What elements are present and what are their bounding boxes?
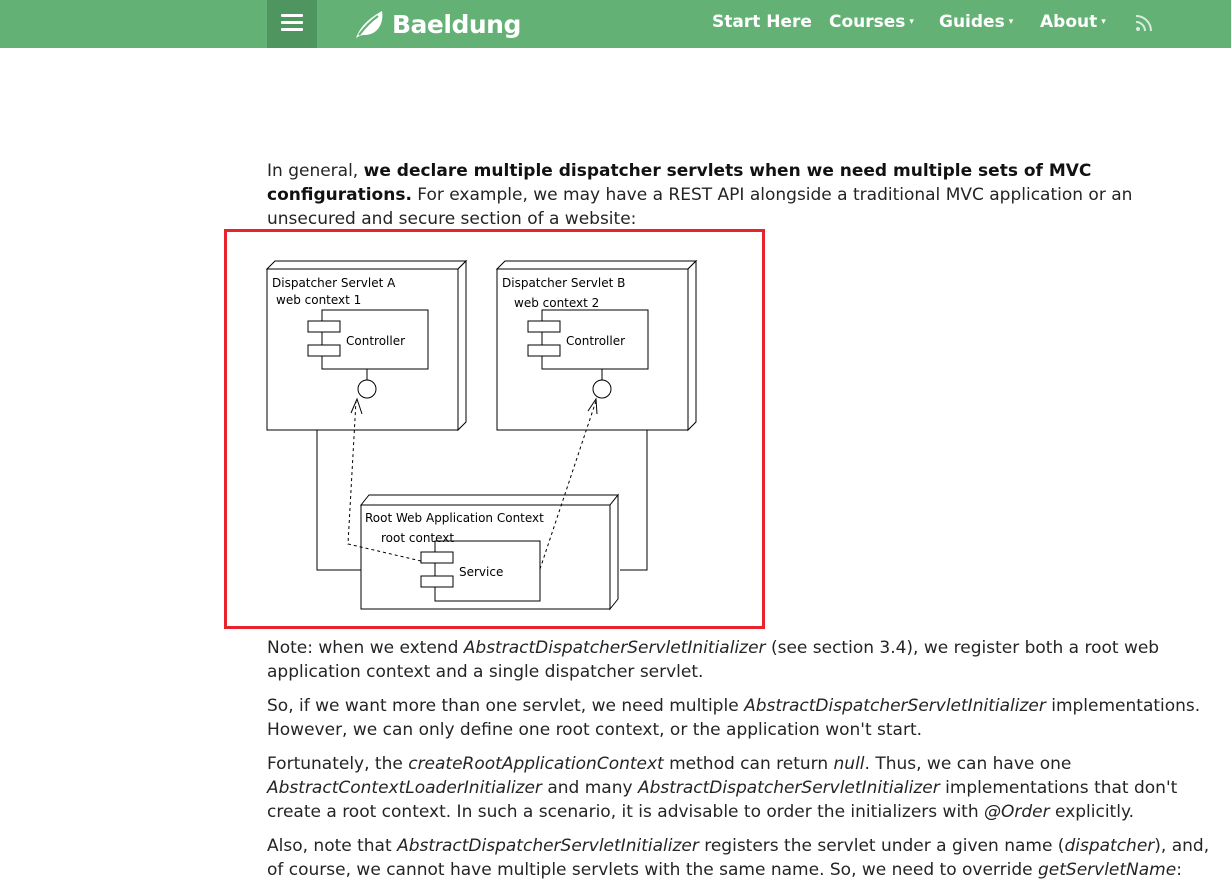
italic-text: createRootApplicationContext xyxy=(408,754,664,774)
text-span: method can return xyxy=(663,754,834,774)
italic-text: AbstractDispatcherServletInitializer xyxy=(637,778,940,798)
root-title: Root Web Application Context xyxy=(365,511,544,525)
italic-text: AbstractDispatcherServletInitializer xyxy=(744,696,1046,716)
servlet-a-node xyxy=(265,259,468,432)
article-paragraph-2: Note: when we extend AbstractDispatcherS… xyxy=(267,636,1222,684)
italic-text: dispatcher xyxy=(1064,836,1155,856)
leaf-icon xyxy=(356,11,383,38)
servlet-b-title: Dispatcher Servlet B xyxy=(502,276,625,290)
servlet-a-context: web context 1 xyxy=(276,293,361,307)
controller-a-label: Controller xyxy=(346,334,405,348)
connector-line xyxy=(316,430,361,571)
chevron-down-icon: ▾ xyxy=(909,17,914,27)
text-span: . Thus, we can have one xyxy=(864,754,1072,774)
bold-text: we declare multiple dispatcher servlets … xyxy=(267,161,1092,205)
article-paragraph-4: Fortunately, the createRootApplicationCo… xyxy=(267,752,1222,824)
top-navbar: Baeldung Start Here Courses▾ Guides▾ Abo… xyxy=(0,0,1231,48)
text-span: Note: when we extend xyxy=(267,638,464,658)
text-span: ), and, of course, we cannot have multip… xyxy=(267,836,1210,880)
logo-text: Baeldung xyxy=(392,9,521,39)
hamburger-icon[interactable] xyxy=(267,0,317,48)
nav-label: Start Here xyxy=(712,12,812,32)
italic-text: null xyxy=(833,754,865,774)
nav-label: About xyxy=(1040,12,1098,32)
arrowhead xyxy=(350,397,363,415)
text-span: So, if we want more than one servlet, we… xyxy=(267,696,745,716)
nav-label: Guides xyxy=(939,12,1005,32)
article-paragraph-3: So, if we want more than one servlet, we… xyxy=(267,694,1222,742)
controller-b-label: Controller xyxy=(566,334,625,348)
text-span: implementations that don't create a root… xyxy=(267,778,1178,822)
text-span: For example, we may have a REST API alon… xyxy=(267,185,1133,229)
controller-b-component xyxy=(527,309,649,399)
rss-icon[interactable] xyxy=(1134,13,1154,33)
service-label: Service xyxy=(459,565,503,579)
text-span: Also, note that xyxy=(267,836,398,856)
nav-start-here[interactable]: Start Here xyxy=(712,11,812,33)
servlet-b-context: web context 2 xyxy=(514,296,599,310)
chevron-down-icon: ▾ xyxy=(1101,17,1106,27)
service-component xyxy=(420,540,541,602)
context-hierarchy-diagram: Dispatcher Servlet A web context 1 Contr… xyxy=(224,229,762,630)
nav-guides[interactable]: Guides▾ xyxy=(939,11,1013,33)
text-span: In general, xyxy=(267,161,364,181)
article-paragraph-1: In general, we declare multiple dispatch… xyxy=(267,159,1222,231)
italic-text: @Order xyxy=(984,802,1050,822)
nav-courses[interactable]: Courses▾ xyxy=(829,11,914,33)
text-span: registers the servlet under a given name… xyxy=(698,836,1065,856)
text-span: : xyxy=(1176,860,1182,880)
diagram-highlight-frame xyxy=(224,229,765,629)
italic-text: getServletName xyxy=(1037,860,1177,880)
text-span: explicitly. xyxy=(1049,802,1134,822)
text-span: Fortunately, the xyxy=(267,754,409,774)
controller-a-component xyxy=(307,309,429,399)
text-span: and many xyxy=(541,778,638,798)
connector-line xyxy=(620,430,648,571)
dependency-arrow xyxy=(347,400,422,562)
text-span: (see section 3.4), we register both a ro… xyxy=(267,638,1160,682)
nav-label: Courses xyxy=(829,12,906,32)
italic-text: AbstractDispatcherServletInitializer xyxy=(463,638,766,658)
site-logo[interactable]: Baeldung xyxy=(352,6,521,42)
article-paragraph-5: Also, note that AbstractDispatcherServle… xyxy=(267,834,1222,882)
italic-text: AbstractDispatcherServletInitializer xyxy=(397,836,699,856)
nav-about[interactable]: About▾ xyxy=(1040,11,1106,33)
text-span: implementations. However, we can only de… xyxy=(267,696,1201,740)
servlet-a-title: Dispatcher Servlet A xyxy=(272,276,396,290)
root-context-label: root context xyxy=(381,531,454,545)
arrowhead xyxy=(587,397,598,415)
chevron-down-icon: ▾ xyxy=(1008,17,1014,27)
italic-text: AbstractContextLoaderInitializer xyxy=(267,778,542,798)
